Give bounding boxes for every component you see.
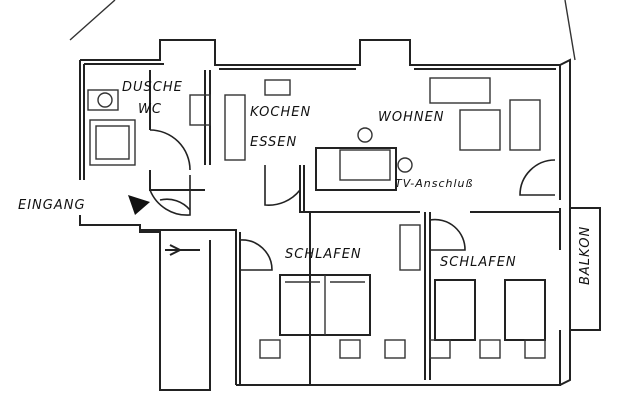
armchair: [509, 99, 541, 151]
label-balkon: BALKON: [578, 225, 593, 285]
label-wc: WC: [138, 102, 162, 117]
kitchen-counter: [224, 94, 246, 161]
label-wohnen: WOHNEN: [378, 110, 445, 125]
walls: [79, 39, 601, 391]
label-kochen: KOCHEN: [250, 105, 312, 120]
label-schlafen-1: SCHLAFEN: [285, 247, 362, 262]
entrance-arrow-icon: [128, 195, 150, 215]
roof-lines: [69, 0, 576, 61]
sink: [189, 94, 211, 126]
label-essen: ESSEN: [250, 135, 298, 150]
label-dusche: DUSCHE: [122, 80, 183, 95]
label-eingang: EINGANG: [18, 198, 86, 213]
single-bed-1: [434, 279, 476, 341]
shower: [89, 119, 136, 166]
label-schlafen-2: SCHLAFEN: [440, 255, 517, 270]
toilet: [87, 89, 119, 111]
tv-cabinet: [315, 147, 397, 191]
fixtures: [87, 77, 546, 359]
lamp: [357, 127, 373, 143]
sofa: [429, 77, 491, 104]
doors: [149, 129, 556, 271]
stair-arrow-icon: [165, 244, 200, 256]
label-tv-anschluss: TV-Anschluß: [395, 177, 474, 190]
single-bed-2: [504, 279, 546, 341]
coffee-table: [459, 109, 501, 151]
wardrobe: [399, 224, 421, 271]
